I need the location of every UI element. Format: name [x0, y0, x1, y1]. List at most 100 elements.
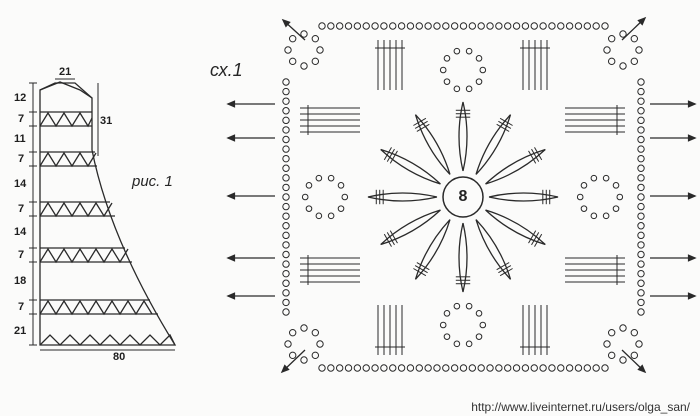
garment-outline: [39, 81, 177, 346]
right-height-label: 31: [100, 115, 113, 127]
chain-dot: [282, 116, 290, 125]
chain-dot: [619, 30, 627, 38]
direction-arrow-head: [226, 192, 236, 200]
chain-dot: [486, 22, 494, 30]
chain-dot: [318, 22, 326, 30]
garment-neck: [39, 82, 93, 99]
chain-dot: [607, 328, 616, 337]
chain-dot: [288, 57, 297, 66]
chain-dot: [601, 22, 609, 30]
left-height-label: 7: [18, 153, 25, 165]
chain-dot: [630, 351, 639, 360]
chain-dot: [415, 22, 423, 30]
chain-dot: [495, 364, 503, 372]
watermark-url: http://www.liveinternet.ru/users/olga_sa…: [471, 400, 690, 414]
chain-dot: [282, 87, 290, 96]
petal-crossbar: [534, 233, 543, 247]
chain-dot: [282, 78, 290, 86]
petal: [367, 192, 438, 202]
chain-dot: [459, 364, 468, 372]
chain-dot: [282, 164, 290, 172]
chain-dot: [565, 364, 574, 372]
chain-dot: [282, 174, 290, 182]
direction-arrow-head: [226, 134, 236, 142]
chain-dot: [415, 364, 423, 372]
chain-dot: [465, 302, 473, 310]
chain-dot: [282, 241, 290, 249]
chain-dot: [637, 241, 645, 249]
petal: [458, 222, 468, 293]
chain-dot: [284, 46, 292, 54]
chain-dot: [565, 22, 574, 30]
chain-dot: [443, 333, 451, 340]
direction-arrow-head: [226, 292, 236, 300]
chain-dot: [637, 174, 645, 182]
chain-dot: [311, 34, 320, 43]
chain-dot: [495, 22, 503, 30]
chain-dot: [477, 364, 485, 372]
chain-dot: [576, 193, 584, 201]
chain-dot: [433, 364, 441, 372]
petal: [475, 219, 512, 280]
center-number: 8: [459, 188, 468, 205]
chain-dot: [583, 364, 592, 372]
chain-dot: [475, 55, 483, 62]
petal: [475, 114, 512, 175]
chain-dot: [327, 364, 335, 372]
chain-dot: [380, 364, 388, 372]
left-height-label: 7: [18, 203, 25, 215]
chain-dot: [504, 364, 512, 372]
chain-dot: [465, 85, 473, 93]
chain-dot: [475, 310, 483, 317]
petal-crossbar: [389, 150, 398, 164]
chain-dot: [637, 135, 645, 144]
chain-dot: [630, 57, 639, 66]
direction-arrow-head: [280, 364, 290, 374]
chain-dot: [406, 22, 415, 30]
chain-dot: [371, 364, 379, 372]
chain-dot: [592, 364, 600, 372]
chain-dot: [315, 212, 323, 220]
chain-dot: [635, 340, 643, 348]
direction-arrow-head: [637, 16, 647, 26]
petal: [485, 209, 546, 246]
chain-dot: [433, 22, 441, 30]
chain-dot: [397, 364, 406, 372]
chain-dot: [475, 78, 483, 85]
chain-dot: [443, 310, 451, 317]
chain-dot: [311, 57, 320, 66]
top-width-label: 21: [59, 66, 72, 78]
petal-crossbar: [414, 265, 428, 274]
chain-dot: [619, 356, 627, 364]
petal-crossbar: [534, 147, 543, 161]
chain-dot: [318, 364, 326, 372]
chain-dot: [637, 202, 645, 211]
chain-dot: [619, 62, 627, 70]
chain-dot: [637, 107, 645, 115]
chain-dot: [288, 34, 297, 43]
chain-dot: [602, 212, 610, 220]
chain-dot: [301, 193, 309, 201]
petal-crossbar: [416, 262, 430, 271]
figure-label: рис. 1: [132, 173, 173, 190]
chain-dot: [282, 135, 290, 144]
chain-dot: [442, 22, 450, 30]
chain-dot: [424, 22, 432, 30]
stripe-band-1: [39, 111, 93, 128]
petal-crossbar: [531, 148, 540, 162]
chain-dot: [362, 22, 370, 30]
chain-dot: [288, 328, 297, 337]
chain-dot: [637, 279, 645, 287]
chain-dot: [512, 22, 521, 30]
chain-dot: [353, 22, 362, 30]
chain-dot: [282, 193, 290, 201]
left-height-label: 11: [14, 133, 26, 145]
petal: [414, 219, 451, 280]
petal-crossbar: [386, 148, 395, 162]
chain-dot: [479, 66, 487, 74]
chain-dot: [504, 22, 512, 30]
petal: [458, 101, 468, 172]
petal: [414, 114, 451, 175]
chain-dot: [530, 364, 538, 372]
